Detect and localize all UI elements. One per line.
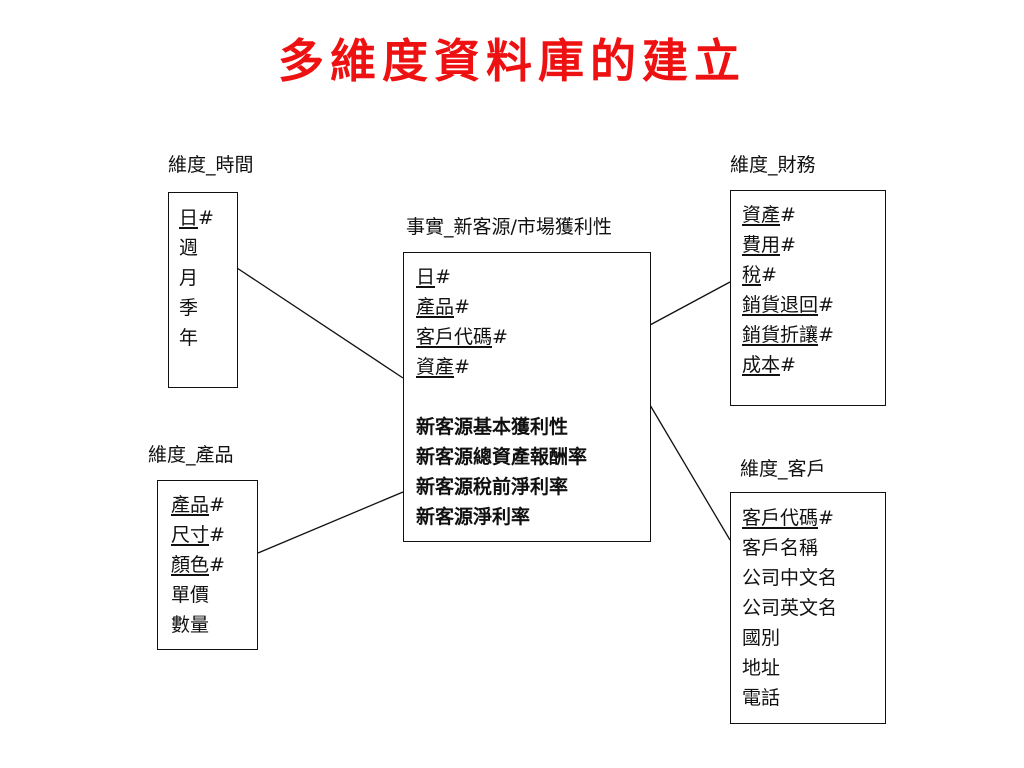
table-field: 電話	[742, 683, 885, 713]
table-field: 數量	[171, 610, 257, 640]
field-name: 費用	[742, 234, 781, 256]
field-name: 顏色	[171, 554, 210, 576]
table-field: 日#	[416, 262, 650, 292]
key-marker: #	[492, 326, 508, 348]
key-marker: #	[780, 204, 796, 226]
finance-field-list: 資產#費用#稅#銷貨退回#銷貨折讓#成本#	[742, 200, 885, 380]
table-field: 客戶代碼#	[742, 503, 885, 533]
field-name: 客戶代碼	[416, 326, 493, 348]
field-name: 單價	[171, 584, 210, 606]
field-name: 資產	[742, 204, 781, 226]
field-name: 年	[179, 327, 199, 349]
key-marker: #	[209, 494, 225, 516]
finance-fact-connector	[649, 281, 731, 326]
customer-field-list: 客戶代碼# 客戶名稱公司中文名公司英文名國別地址電話	[742, 503, 885, 713]
time-dimension-caption: 維度_時間	[168, 154, 254, 176]
key-marker: #	[198, 207, 214, 229]
field-name: 月	[179, 267, 199, 289]
table-field: 季	[179, 293, 237, 323]
product-field-list: 產品#尺寸#顏色#單價數量	[171, 490, 257, 640]
finance-dimension-table: 資產#費用#稅#銷貨退回#銷貨折讓#成本#	[730, 190, 886, 406]
table-field: 週	[179, 233, 237, 263]
table-field: 產品#	[416, 292, 650, 322]
field-name: 數量	[171, 614, 210, 636]
table-field: 資產#	[416, 352, 650, 382]
product-fact-connector	[257, 491, 404, 554]
table-field: 費用#	[742, 230, 885, 260]
table-field: 資產#	[742, 200, 885, 230]
table-field: 銷貨退回#	[742, 290, 885, 320]
product-dimension-caption: 維度_產品	[148, 444, 234, 466]
table-field: 銷貨折讓#	[742, 320, 885, 350]
table-field: 單價	[171, 580, 257, 610]
customer-fact-connector	[649, 404, 731, 541]
field-name: 客戶名稱	[742, 537, 819, 559]
time-dimension-table: 日# 週月季年	[168, 192, 238, 388]
field-name: 地址	[742, 657, 781, 679]
field-name: 尺寸	[171, 524, 210, 546]
field-name: 產品	[171, 494, 210, 516]
table-field: 公司英文名	[742, 593, 885, 623]
field-name: 公司中文名	[742, 567, 838, 589]
time-field-list: 日# 週月季年	[179, 203, 237, 353]
fact-measure: 新客源稅前淨利率	[416, 476, 569, 498]
field-name: 資產	[416, 356, 455, 378]
field-name: 季	[179, 297, 199, 319]
table-field: 尺寸#	[171, 520, 257, 550]
field-name: 日	[179, 207, 199, 229]
table-field: 公司中文名	[742, 563, 885, 593]
field-name: 週	[179, 237, 199, 259]
table-field: 客戶代碼#	[416, 322, 650, 352]
key-marker: #	[818, 294, 834, 316]
field-name: 銷貨折讓	[742, 324, 819, 346]
customer-dimension-caption: 維度_客戶	[740, 458, 826, 480]
finance-dimension-caption: 維度_財務	[730, 154, 816, 176]
table-field: 國別	[742, 623, 885, 653]
key-marker: #	[454, 296, 470, 318]
key-marker: #	[818, 507, 834, 529]
table-field: 日#	[179, 203, 237, 233]
fact-table-caption: 事實_新客源/市場獲利性	[406, 216, 612, 238]
table-field: 地址	[742, 653, 885, 683]
field-name: 日	[416, 266, 436, 288]
key-marker: #	[454, 356, 470, 378]
field-name: 公司英文名	[742, 597, 838, 619]
time-fact-connector	[236, 267, 404, 379]
table-field: 月	[179, 263, 237, 293]
product-dimension-table: 產品#尺寸#顏色#單價數量	[157, 480, 258, 650]
customer-dimension-table: 客戶代碼# 客戶名稱公司中文名公司英文名國別地址電話	[730, 492, 886, 724]
fact-measure-list: 新客源基本獲利性新客源總資產報酬率新客源稅前淨利率新客源淨利率	[416, 412, 650, 532]
key-marker: #	[209, 524, 225, 546]
field-name: 銷貨退回	[742, 294, 819, 316]
key-marker: #	[435, 266, 451, 288]
table-field: 顏色#	[171, 550, 257, 580]
key-marker: #	[209, 554, 225, 576]
fact-table: 日#產品#客戶代碼#資產# 新客源基本獲利性新客源總資產報酬率新客源稅前淨利率新…	[403, 252, 651, 542]
field-name: 稅	[742, 264, 762, 286]
slide-title: 多維度資料庫的建立	[278, 34, 746, 88]
table-field: 年	[179, 323, 237, 353]
key-marker: #	[818, 324, 834, 346]
fact-measure: 新客源總資產報酬率	[416, 446, 588, 468]
fact-measure: 新客源淨利率	[416, 506, 531, 528]
fact-measure: 新客源基本獲利性	[416, 416, 569, 438]
table-field: 成本#	[742, 350, 885, 380]
table-field: 客戶名稱	[742, 533, 885, 563]
fact-key-list: 日#產品#客戶代碼#資產#	[416, 262, 650, 382]
key-marker: #	[780, 354, 796, 376]
field-name: 國別	[742, 627, 781, 649]
field-name: 產品	[416, 296, 455, 318]
table-field: 稅#	[742, 260, 885, 290]
table-field: 產品#	[171, 490, 257, 520]
key-marker: #	[761, 264, 777, 286]
field-name: 成本	[742, 354, 781, 376]
field-name: 客戶代碼	[742, 507, 819, 529]
key-marker: #	[780, 234, 796, 256]
field-name: 電話	[742, 687, 781, 709]
